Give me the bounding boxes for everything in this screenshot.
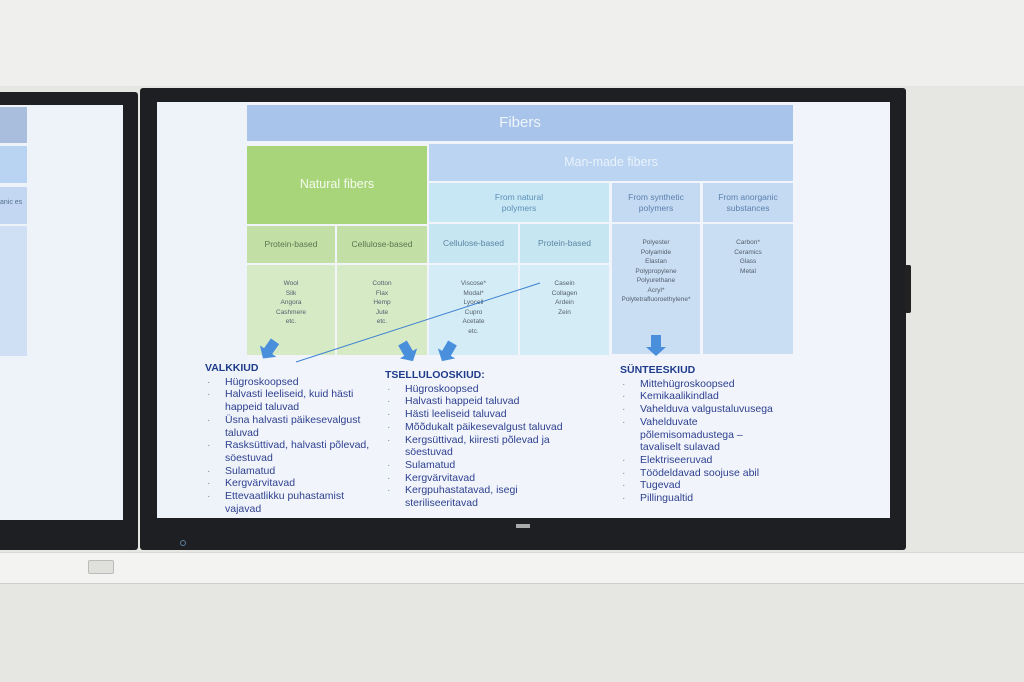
- list-item: Hästi leeliseid taluvad: [385, 408, 585, 421]
- list-item: Sulamatud: [385, 459, 585, 472]
- list-item: Kergsüttivad, kiiresti põlevad ja söestu…: [385, 434, 585, 459]
- arrow-down-icon: [646, 335, 666, 356]
- wall-outlet: [88, 560, 114, 574]
- valkkiud-title: VALKKIUD: [205, 362, 259, 374]
- synteetiline-list: SÜNTEESKIUD Mittehügroskoopsed Kemikaali…: [620, 364, 785, 505]
- side-handle: [905, 265, 911, 313]
- manmade-fibers-header: Man-made fibers: [429, 144, 793, 181]
- list-item: Sulamatud: [205, 465, 370, 478]
- from-natural-polymers: From natural polymers: [429, 183, 609, 222]
- list-item: Elektriseeruvad: [620, 454, 785, 467]
- list-item: Mittehügroskoopsed: [620, 378, 785, 391]
- from-synthetic-polymers: From synthetic polymers: [612, 183, 700, 222]
- list-item: Kemikaalikindlad: [620, 390, 785, 403]
- synteetiline-title: SÜNTEESKIUD: [620, 364, 696, 376]
- list-item: Rasksüttivad, halvasti põlevad, söestuva…: [205, 439, 370, 464]
- list-item: Kergvärvitavad: [205, 477, 370, 490]
- list-item: Hügroskoopsed: [385, 383, 585, 396]
- whiteboard-tray: [0, 552, 1024, 584]
- list-item: Mõõdukalt päikesevalgust taluvad: [385, 421, 585, 434]
- manmade-protein-based: Protein-based: [520, 224, 609, 263]
- list-item: Ettevaatlikku puhastamist vajavad: [205, 490, 370, 515]
- list-item: Kergpuhastatavad, isegi steriliseeritava…: [385, 484, 585, 509]
- tselluloos-list: TSELLULOOSKIUD: Hügroskoopsed Halvasti h…: [385, 369, 585, 510]
- list-item: Üsna halvasti päikesevalgust taluvad: [205, 414, 370, 439]
- valkkiud-list: VALKKIUD Hügroskoopsed Halvasti leelisei…: [205, 362, 370, 515]
- list-item: Töödeldavad soojuse abil: [620, 467, 785, 480]
- list-item: Pillingualtid: [620, 492, 785, 505]
- natural-cellulose-based: Cellulose-based: [337, 226, 427, 263]
- monitor-brand-logo: [516, 524, 530, 528]
- manmade-cellulose-based: Cellulose-based: [429, 224, 518, 263]
- list-item: Kergvärvitavad: [385, 472, 585, 485]
- wall: [0, 0, 1024, 86]
- list-item: Vahelduvate põlemisomadustega – tavalise…: [620, 416, 785, 454]
- left-partial-label: anic es: [0, 187, 27, 224]
- tselluloos-title: TSELLULOOSKIUD:: [385, 369, 485, 381]
- list-item: Vahelduva valgustaluvusega: [620, 403, 785, 416]
- list-item: Halvasti leeliseid, kuid hästi happeid t…: [205, 388, 370, 413]
- list-item: Halvasti happeid taluvad: [385, 395, 585, 408]
- power-button[interactable]: [180, 540, 186, 546]
- left-monitor: anic es: [0, 92, 138, 550]
- natural-protein-based: Protein-based: [247, 226, 335, 263]
- fibers-header: Fibers: [247, 105, 793, 141]
- left-screen: anic es: [0, 105, 123, 520]
- from-anorganic-substances: From anorganic substances: [703, 183, 793, 222]
- list-item: Hügroskoopsed: [205, 376, 370, 389]
- list-item: Tugevad: [620, 479, 785, 492]
- natural-fibers-header: Natural fibers: [247, 146, 427, 224]
